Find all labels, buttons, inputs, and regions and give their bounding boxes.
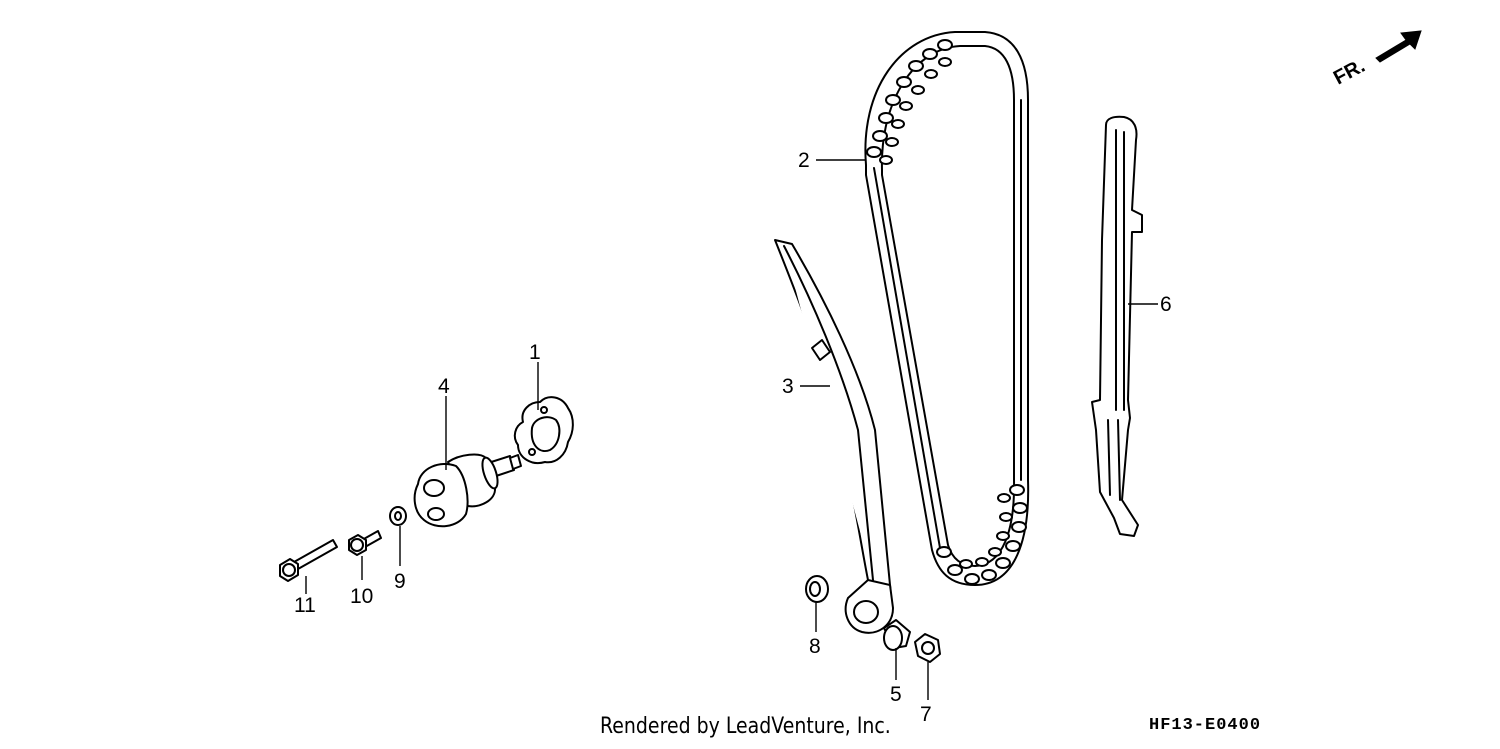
callout-2: 2 <box>798 149 810 172</box>
tensioner-slipper <box>774 239 894 634</box>
slipper-washer <box>805 575 829 603</box>
front-arrow-icon <box>1375 30 1422 63</box>
flange-bolt <box>914 633 941 663</box>
callout-11: 11 <box>294 594 316 617</box>
credit-text: Rendered by LeadVenture, Inc. <box>600 714 891 739</box>
callout-7: 7 <box>920 703 932 726</box>
tensioner-gasket <box>513 396 574 464</box>
callout-4: 4 <box>438 375 450 398</box>
front-direction-indicator: FR. <box>1330 30 1422 90</box>
cam-chain <box>864 31 1030 586</box>
chain-guide <box>1091 115 1143 537</box>
callout-1: 1 <box>529 341 541 364</box>
leader-lines <box>305 159 1158 700</box>
washer <box>389 506 407 526</box>
callout-9: 9 <box>394 570 406 593</box>
callout-8: 8 <box>809 635 821 658</box>
front-direction-label: FR. <box>1330 55 1369 90</box>
callout-10: 10 <box>350 585 373 608</box>
tensioner-lifter <box>413 453 522 528</box>
bolt-long <box>279 539 338 582</box>
diagram-code: HF13-E0400 <box>1149 716 1262 735</box>
pivot-collar <box>883 619 911 651</box>
callout-3: 3 <box>782 375 794 398</box>
callout-5: 5 <box>890 683 902 706</box>
callout-numbers: 1 2 3 4 5 6 7 8 9 10 11 <box>294 149 1172 726</box>
callout-6: 6 <box>1160 293 1172 316</box>
bolt-short <box>348 530 382 556</box>
